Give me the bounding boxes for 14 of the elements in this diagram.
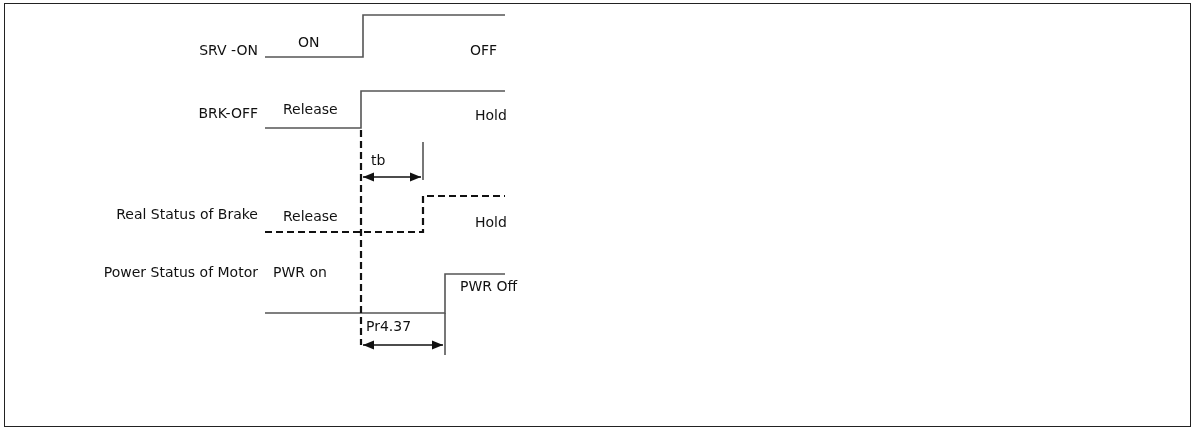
signal-name: BRK-OFF (198, 105, 258, 121)
signal-name: Real Status of Brake (116, 206, 258, 222)
state-label: Hold (475, 107, 507, 123)
dimension-label: Pr4.37 (366, 318, 412, 334)
state-label: PWR Off (460, 278, 518, 294)
state-label: ON (298, 34, 320, 50)
state-label: Release (283, 101, 338, 117)
state-label: PWR on (273, 264, 327, 280)
signal-name: SRV -ON (199, 42, 258, 58)
signal-name: Power Status of Motor (103, 264, 258, 280)
state-label: OFF (470, 42, 498, 58)
state-label: Release (283, 208, 338, 224)
dimension-label: tb (371, 152, 386, 168)
state-label: Hold (475, 214, 507, 230)
